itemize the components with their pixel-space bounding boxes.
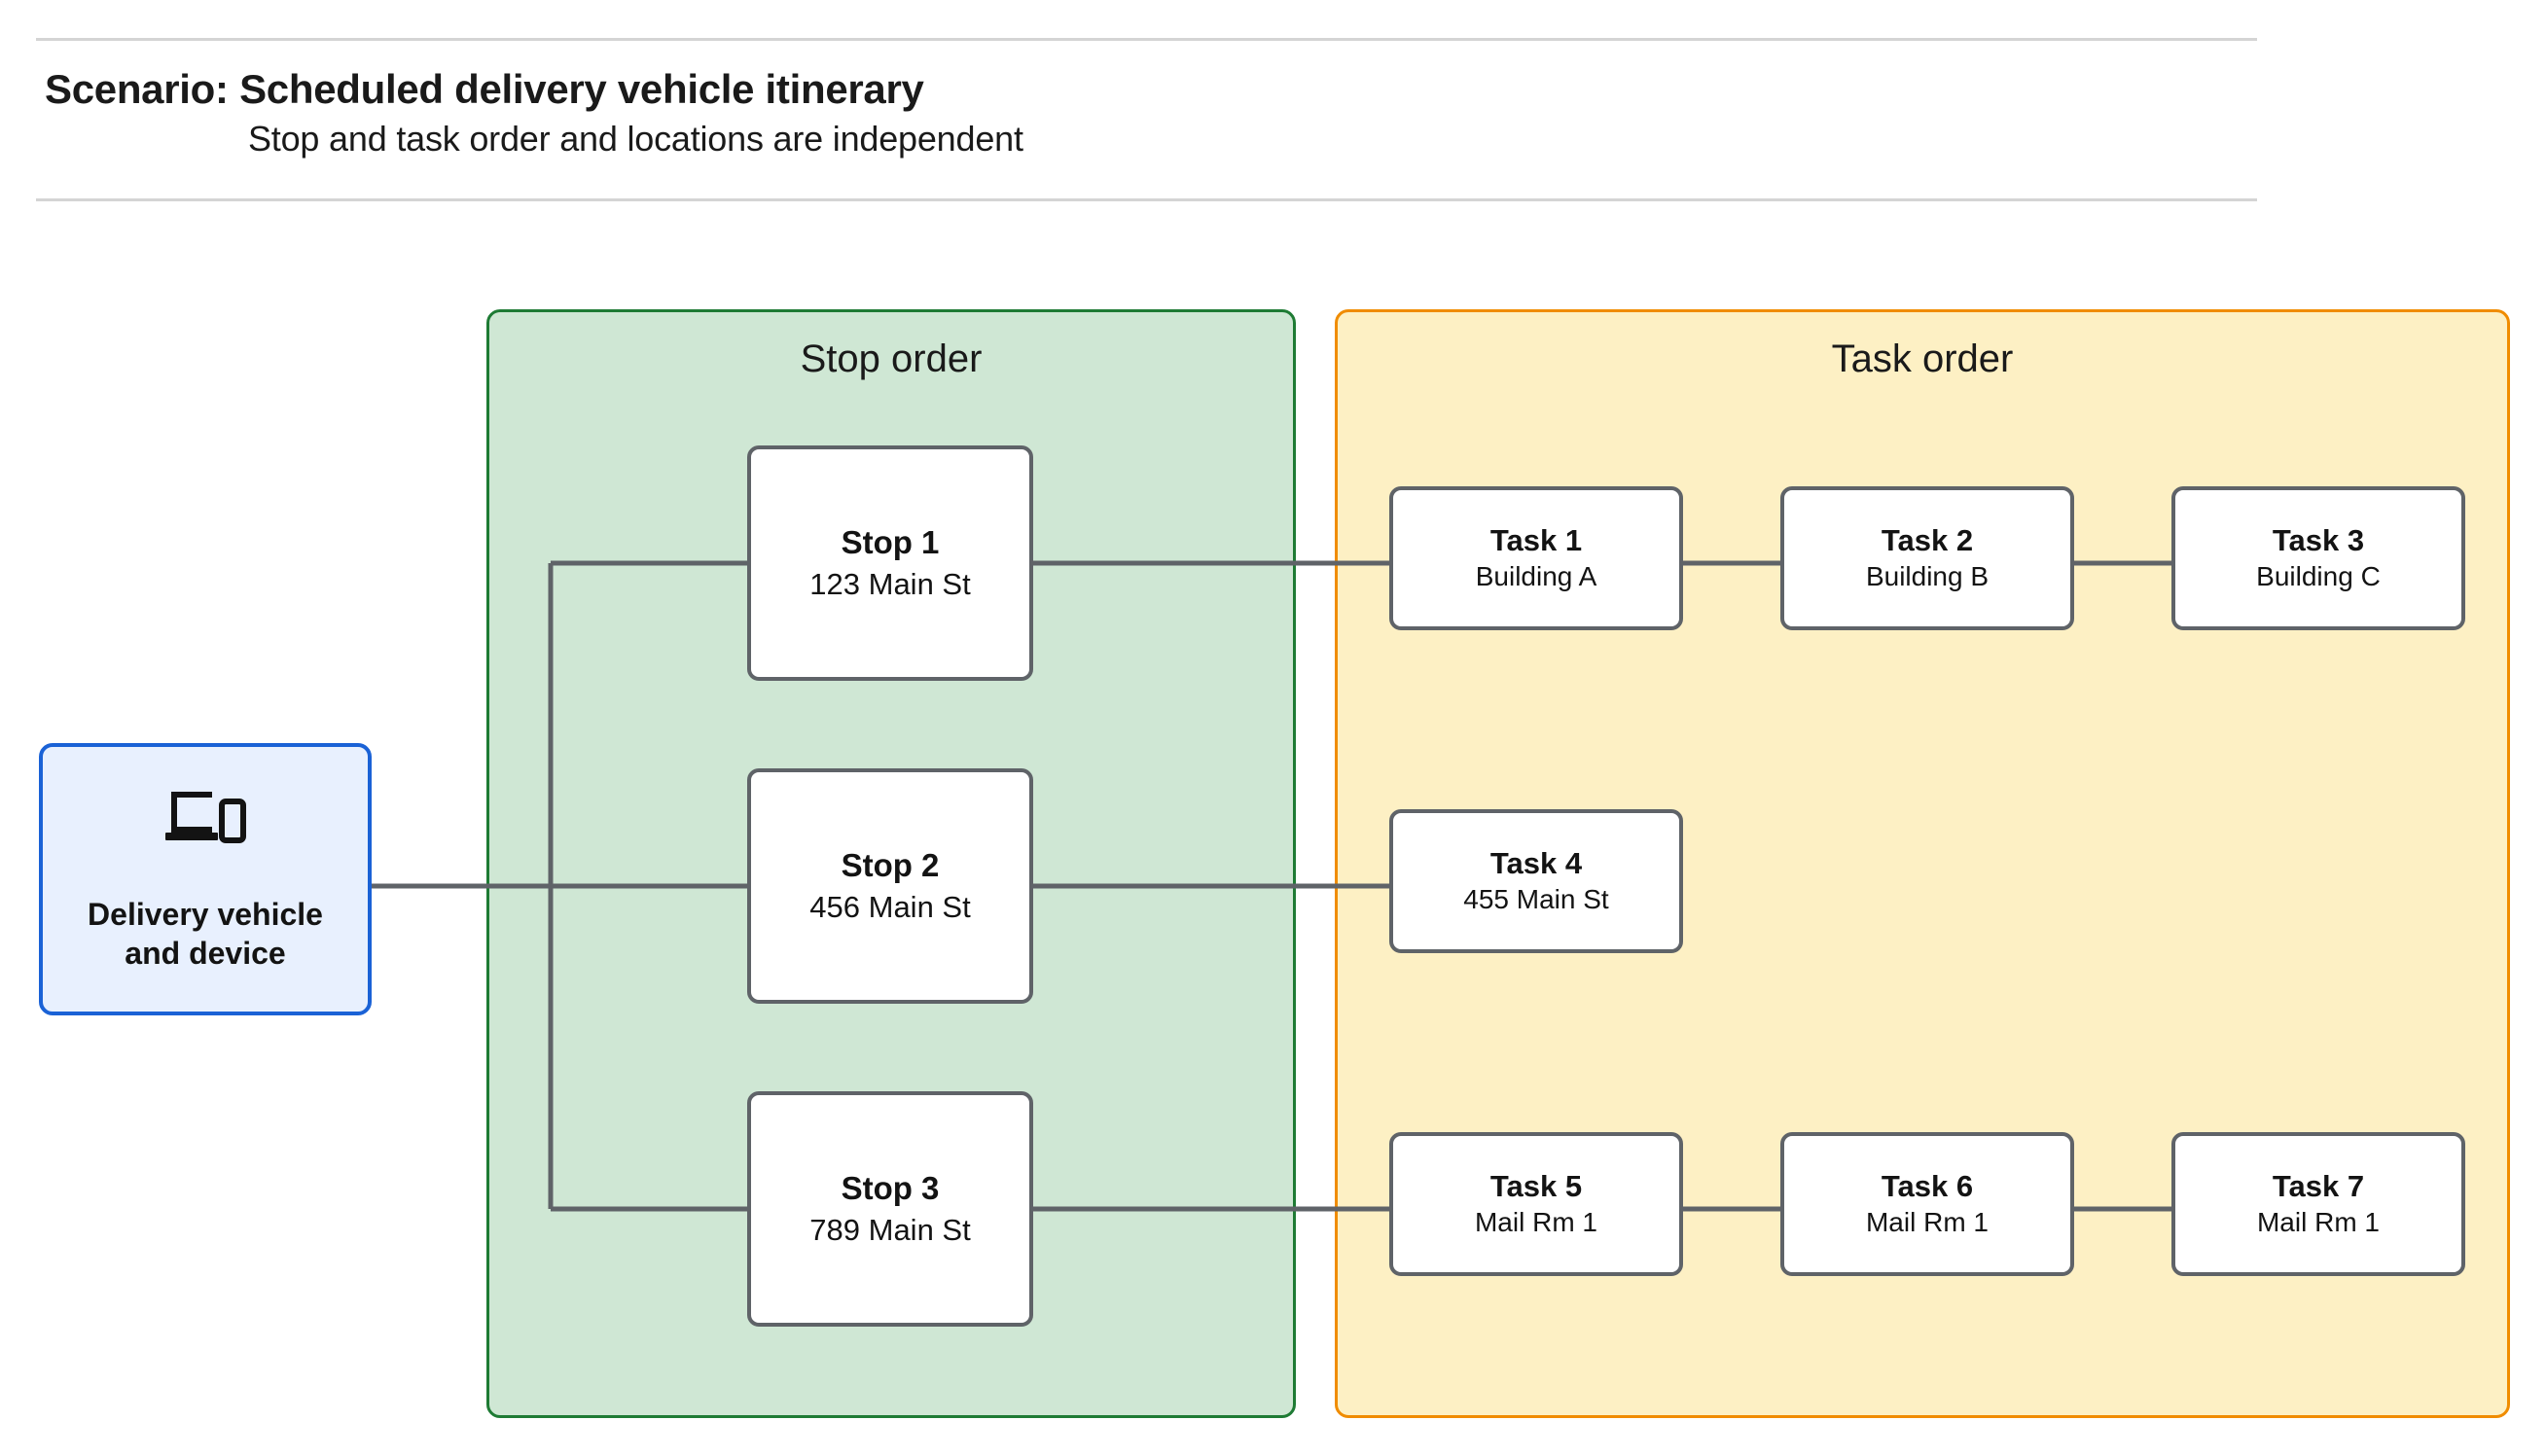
stop-node-address: 123 Main St bbox=[809, 566, 971, 601]
stop-node-2[interactable]: Stop 2 456 Main St bbox=[747, 768, 1033, 1004]
stop-node-3[interactable]: Stop 3 789 Main St bbox=[747, 1091, 1033, 1327]
stop-node-title: Stop 3 bbox=[841, 1169, 940, 1206]
header-divider-top bbox=[36, 38, 2257, 41]
task-node-title: Task 6 bbox=[1881, 1168, 1974, 1203]
header-divider-bottom bbox=[36, 198, 2257, 201]
task-node-title: Task 5 bbox=[1489, 1168, 1583, 1203]
delivery-vehicle-node[interactable]: Delivery vehicle and device bbox=[39, 743, 372, 1015]
task-node-location: Building C bbox=[2256, 561, 2381, 592]
task-node-5[interactable]: Task 5 Mail Rm 1 bbox=[1389, 1132, 1683, 1276]
task-node-title: Task 1 bbox=[1489, 522, 1583, 557]
stop-node-address: 789 Main St bbox=[809, 1212, 971, 1247]
stop-node-address: 456 Main St bbox=[809, 889, 971, 924]
stop-node-title: Stop 1 bbox=[841, 523, 940, 560]
task-node-2[interactable]: Task 2 Building B bbox=[1780, 486, 2074, 630]
task-node-7[interactable]: Task 7 Mail Rm 1 bbox=[2171, 1132, 2465, 1276]
task-node-6[interactable]: Task 6 Mail Rm 1 bbox=[1780, 1132, 2074, 1276]
task-node-location: Building A bbox=[1475, 561, 1597, 592]
page-subtitle: Stop and task order and locations are in… bbox=[248, 119, 1023, 159]
task-node-3[interactable]: Task 3 Building C bbox=[2171, 486, 2465, 630]
task-node-location: Mail Rm 1 bbox=[1474, 1207, 1597, 1238]
stop-node-1[interactable]: Stop 1 123 Main St bbox=[747, 445, 1033, 681]
page-title: Scenario: Scheduled delivery vehicle iti… bbox=[45, 66, 924, 112]
task-node-1[interactable]: Task 1 Building A bbox=[1389, 486, 1683, 630]
task-node-location: Mail Rm 1 bbox=[2256, 1207, 2380, 1238]
task-node-location: 455 Main St bbox=[1463, 884, 1609, 915]
task-order-panel-title: Task order bbox=[1831, 337, 2014, 380]
task-node-location: Building B bbox=[1865, 561, 1990, 592]
task-node-title: Task 4 bbox=[1489, 845, 1583, 880]
task-node-4[interactable]: Task 4 455 Main St bbox=[1389, 809, 1683, 953]
task-node-title: Task 7 bbox=[2272, 1168, 2365, 1203]
stop-node-title: Stop 2 bbox=[841, 846, 940, 883]
task-node-title: Task 3 bbox=[2272, 522, 2365, 557]
delivery-vehicle-label: Delivery vehicle and device bbox=[88, 896, 323, 971]
task-node-location: Mail Rm 1 bbox=[1865, 1207, 1989, 1238]
task-node-title: Task 2 bbox=[1881, 522, 1974, 557]
devices-icon bbox=[165, 791, 246, 843]
stop-order-panel-title: Stop order bbox=[800, 337, 983, 380]
